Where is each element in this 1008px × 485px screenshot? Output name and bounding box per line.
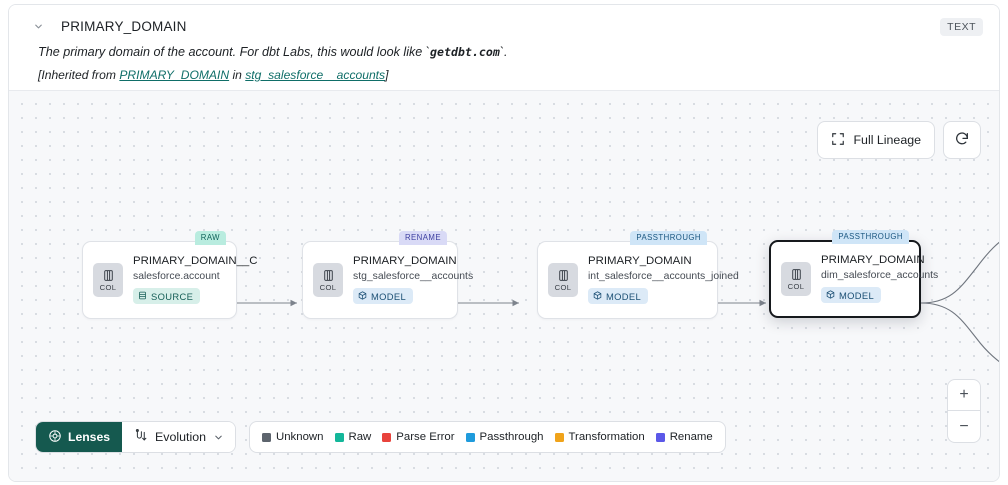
chevron-down-icon[interactable] [29,17,47,35]
column-chip-label: COL [319,282,337,292]
full-lineage-button[interactable]: Full Lineage [817,121,935,159]
node-subtitle: int_salesforce__accounts_joined [588,271,739,283]
node-name: PRIMARY_DOMAIN [821,254,925,267]
column-icon: COL [548,263,578,297]
evolution-label: Evolution [155,430,206,444]
legend-label: Transformation [568,431,645,443]
inherited-close: ] [385,68,389,82]
lenses-button[interactable]: Lenses [36,422,123,452]
legend-item-rename: Rename [655,431,713,443]
legend-label: Rename [669,431,713,443]
column-lineage-panel: PRIMARY_DOMAIN TEXT The primary domain o… [8,4,1000,482]
inherited-model-link[interactable]: stg_salesforce__accounts [245,68,386,82]
full-lineage-label: Full Lineage [853,133,921,147]
inherited-column-link[interactable]: PRIMARY_DOMAIN [119,68,230,82]
node-name: PRIMARY_DOMAIN [588,255,692,268]
node-type-badge: SOURCE [133,288,201,305]
node-type-badge: MODEL [821,287,882,304]
legend-item-parse-error: Parse Error [382,431,455,443]
node-type-badge: MODEL [353,288,414,305]
node-tag-badge: RAW [194,231,226,245]
node-tag-badge: PASSTHROUGH [832,230,909,244]
expand-corners-icon [831,132,845,149]
legend-label: Raw [348,431,372,443]
cube-icon [826,290,835,301]
node-subtitle: salesforce.account [133,271,220,283]
column-header: PRIMARY_DOMAIN TEXT The primary domain o… [9,5,999,90]
column-description: The primary domain of the account. For d… [9,35,999,61]
node-name: PRIMARY_DOMAIN__C [133,255,258,268]
node-subtitle: dim_salesforce_accounts [821,270,939,282]
column-chip-label: COL [554,282,572,292]
node-type-label: MODEL [606,290,642,302]
aperture-icon [48,429,62,446]
column-icon: COL [93,263,123,297]
cube-icon [358,291,367,302]
chevron-down-icon [213,432,224,443]
node-type-badge: MODEL [588,288,649,305]
refresh-icon [954,131,970,150]
page-title: PRIMARY_DOMAIN [61,18,187,34]
description-suffix: `. [499,45,508,59]
node-name: PRIMARY_DOMAIN [353,255,457,268]
column-chip-label: COL [787,281,805,291]
legend-item-unknown: Unknown [262,431,324,443]
legend-label: Unknown [276,431,324,443]
lineage-edges [237,241,999,363]
evolution-flask-icon [133,428,148,446]
column-chip-label: COL [99,282,117,292]
lineage-legend: Unknown Raw Parse Error Passthrough Tran… [249,421,726,453]
legend-swatch [465,432,475,442]
status-badge: TEXT [940,18,983,36]
lineage-bottom-bar: Lenses Evolution Unknown [35,421,726,453]
column-icon: COL [313,263,343,297]
lineage-node[interactable]: RAW COL PRIMARY_DOMAIN__C salesforce.acc… [82,231,258,319]
legend-label: Parse Error [396,431,455,443]
canvas-toolbar: Full Lineage [817,121,981,159]
legend-item-passthrough: Passthrough [465,431,544,443]
legend-swatch [334,432,344,442]
legend-swatch [382,432,392,442]
column-icon: COL [781,262,811,296]
evolution-dropdown[interactable]: Evolution [122,422,235,452]
zoom-out-button[interactable]: − [959,417,969,435]
node-subtitle: stg_salesforce__accounts [353,271,474,283]
zoom-in-button[interactable]: + [948,380,980,411]
cube-icon [593,291,602,302]
description-code: getdbt.com [430,45,500,59]
node-tag-badge: RENAME [398,231,447,245]
lenses-group: Lenses Evolution [35,421,236,453]
inherited-open: [Inherited from [38,68,120,82]
lineage-node-selected[interactable]: PASSTHROUGH COL PRIMARY_DOMAIN dim_sales… [769,230,938,318]
node-type-label: SOURCE [151,290,194,302]
legend-swatch [554,432,564,442]
zoom-controls: + − [947,379,981,443]
legend-item-raw: Raw [334,431,372,443]
database-icon [138,291,147,302]
legend-label: Passthrough [479,431,544,443]
lineage-node[interactable]: RENAME COL PRIMARY_DOMAIN stg_salesforce… [302,231,473,319]
refresh-button[interactable] [943,121,981,159]
lineage-node[interactable]: PASSTHROUGH COL PRIMARY_DOMAIN int_sales… [537,231,739,319]
legend-swatch [262,432,271,442]
node-type-label: MODEL [371,290,407,302]
lenses-label: Lenses [68,430,111,444]
description-prefix: The primary domain of the account. For d… [38,45,430,59]
legend-item-transformation: Transformation [554,431,645,443]
node-type-label: MODEL [839,289,875,301]
inherited-from-line: [Inherited from PRIMARY_DOMAIN in stg_sa… [9,61,999,82]
inherited-mid: in [229,68,246,82]
node-tag-badge: PASSTHROUGH [630,231,707,245]
lineage-canvas[interactable]: RAW COL PRIMARY_DOMAIN__C salesforce.acc… [9,90,999,481]
legend-swatch [655,432,665,442]
